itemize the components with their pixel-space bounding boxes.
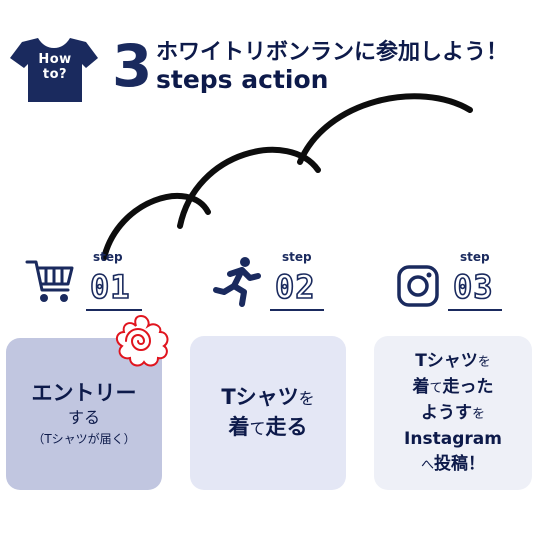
run-line2-b: て	[249, 419, 266, 438]
post-line2-c: 走った	[442, 376, 494, 397]
tshirt-badge-icon	[10, 38, 98, 102]
page-subtitle: steps action	[156, 65, 329, 94]
post-line1-small: を	[477, 354, 491, 370]
run-card: Tシャツを 着て走る	[190, 336, 346, 490]
post-line4: Instagram	[404, 428, 502, 449]
post-line2-a: 着	[412, 376, 430, 397]
red-flower-icon	[116, 314, 169, 367]
instagram-icon	[397, 265, 439, 307]
run-line1-bold: Tシャツ	[221, 385, 299, 409]
step-underline	[86, 309, 142, 311]
post-line2-b: て	[429, 380, 443, 396]
step-number: 03	[452, 268, 494, 306]
step-underline	[270, 309, 324, 311]
how-to-badge-text: How to?	[38, 52, 72, 82]
step-underline	[448, 309, 502, 311]
shopping-cart-icon	[25, 260, 74, 302]
step-number: 02	[274, 268, 316, 306]
step-label: step	[460, 250, 490, 264]
run-line2-a: 着	[228, 415, 250, 439]
running-person-icon	[213, 257, 261, 307]
run-line1-small: を	[298, 389, 315, 408]
step-number: 01	[89, 268, 131, 306]
entry-subtitle: する	[67, 408, 100, 427]
post-line3-bold: ようす	[420, 402, 472, 423]
steps-count: 3	[112, 32, 153, 100]
step-label: step	[93, 250, 123, 264]
run-line2-c: 走る	[265, 415, 308, 439]
post-line1-bold: Tシャツ	[415, 350, 478, 371]
entry-note: （Tシャツが届く）	[32, 432, 136, 446]
page-title: ホワイトリボンランに参加しよう！	[156, 40, 509, 65]
post-card: Tシャツを 着て走った ようすを Instagram へ投稿！	[374, 336, 532, 490]
post-line5-bold: 投稿！	[434, 453, 485, 474]
entry-title: エントリー	[31, 381, 137, 405]
post-line5-small: へ	[420, 457, 434, 473]
post-line3-small: を	[471, 406, 485, 422]
step-label: step	[282, 250, 312, 264]
